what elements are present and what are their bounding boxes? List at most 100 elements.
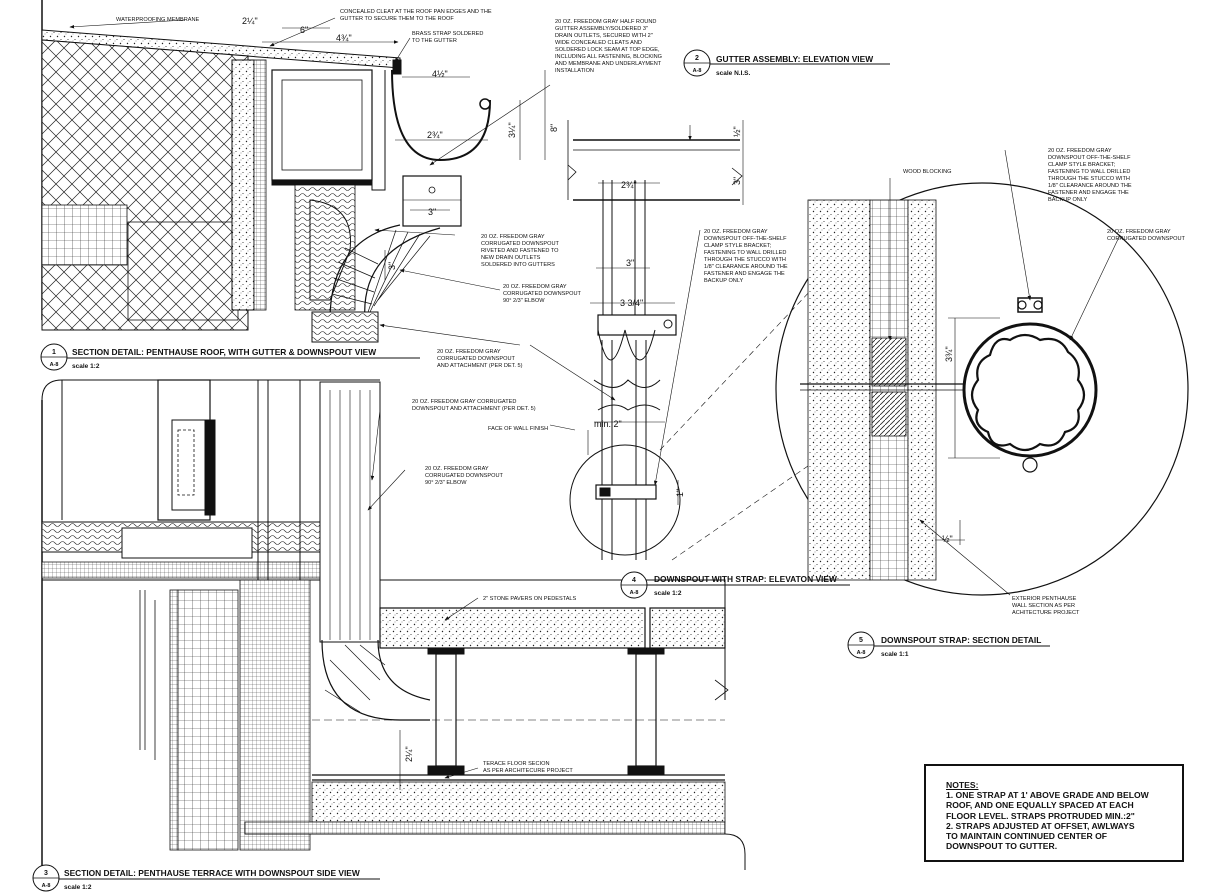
dim-3-outlet: 3" bbox=[428, 207, 436, 217]
face-of-wall-label: FACE OF WALL FINISH bbox=[488, 426, 548, 432]
detail-2-number: 2 bbox=[695, 55, 699, 62]
detail-2-title-block: 2 A-8 GUTTER ASSEMBLY: ELEVATION VIEW sc… bbox=[683, 49, 890, 77]
svg-text:CORRUGATED DOWNSPOUT: CORRUGATED DOWNSPOUT bbox=[503, 291, 581, 297]
detail-3-title: SECTION DETAIL: PENTHAUSE TERRACE WITH D… bbox=[64, 868, 360, 878]
svg-text:BACKUP ONLY: BACKUP ONLY bbox=[704, 278, 744, 284]
svg-text:RIVETED AND FASTENED TO: RIVETED AND FASTENED TO bbox=[481, 248, 559, 254]
detail-5-title: DOWNSPOUT STRAP: SECTION DETAIL bbox=[881, 635, 1041, 645]
svg-text:AND MEMBRANE AND UNDERLAYMENT: AND MEMBRANE AND UNDERLAYMENT bbox=[555, 61, 662, 67]
dim-3-spout: 3" bbox=[626, 258, 634, 268]
notes-line-4: 2. STRAPS ADJUSTED AT OFFSET, AWLWAYS bbox=[946, 820, 1135, 831]
notes-line-2: ROOF, AND ONE EQUALLY SPACED AT EACH bbox=[946, 800, 1134, 811]
dim-3-1-4: 3¼" bbox=[507, 122, 517, 138]
attachment-note-3: 20 OZ. FREEDOM GRAY CORRUGATED DOWNSPOUT… bbox=[412, 399, 536, 412]
dim-2-1-4-terrace: 2¼" bbox=[404, 746, 414, 762]
svg-text:DRAIN OUTLETS, SECURED WITH 2": DRAIN OUTLETS, SECURED WITH 2" bbox=[555, 33, 653, 39]
wood-blocking-label: WOOD BLOCKING bbox=[903, 169, 951, 175]
brass-strap-note: BRASS STRAP SOLDERED TO THE GUTTER bbox=[412, 31, 483, 44]
svg-text:CORRUGATED DOWNSPOUT: CORRUGATED DOWNSPOUT bbox=[437, 356, 515, 362]
svg-text:CLAMP STYLE BRACKET;: CLAMP STYLE BRACKET; bbox=[1048, 162, 1116, 168]
svg-text:WALL SECTION AS PER: WALL SECTION AS PER bbox=[1012, 603, 1075, 609]
svg-text:DOWNSPOUT OFF-THE-SHELF: DOWNSPOUT OFF-THE-SHELF bbox=[1048, 155, 1131, 161]
detail-5-sheet: A-8 bbox=[857, 650, 866, 656]
attachment-note-1: 20 OZ. FREEDOM GRAY CORRUGATED DOWNSPOUT… bbox=[437, 349, 523, 369]
svg-text:AND ATTACHMENT (PER DET. 5): AND ATTACHMENT (PER DET. 5) bbox=[437, 363, 523, 369]
elbow-note-3: 20 OZ. FREEDOM GRAY CORRUGATED DOWNSPOUT… bbox=[425, 466, 503, 486]
downspout-note-5: 20 OZ. FREEDOM GRAY CORRUGATED DOWNSPOUT bbox=[1107, 229, 1185, 242]
svg-text:90° 2/3" ELBOW: 90° 2/3" ELBOW bbox=[425, 480, 467, 486]
detail-1-title-block: 1 A-8 SECTION DETAIL: PENTHAUSE ROOF, WI… bbox=[40, 343, 420, 371]
detail-4-number: 4 bbox=[632, 577, 636, 584]
svg-text:SOLDERED INTO GUTTERS: SOLDERED INTO GUTTERS bbox=[481, 262, 555, 268]
detail-1-title: SECTION DETAIL: PENTHAUSE ROOF, WITH GUT… bbox=[72, 347, 376, 357]
svg-text:1/8" CLEARANCE AROUND THE: 1/8" CLEARANCE AROUND THE bbox=[1048, 183, 1132, 189]
detail-5-scale: scale 1:1 bbox=[881, 651, 909, 658]
clamp-bracket-note-4: 20 OZ. FREEDOM GRAY DOWNSPOUT OFF-THE-SH… bbox=[704, 229, 788, 284]
svg-text:DOWNSPOUT AND ATTACHMENT (PER: DOWNSPOUT AND ATTACHMENT (PER DET. 5) bbox=[412, 406, 536, 412]
dim-8: 8" bbox=[549, 124, 559, 132]
notes-line-3: FLOOR LEVEL. STRAPS PROTRUDED MIN.:2" bbox=[946, 810, 1135, 821]
svg-text:20 OZ. FREEDOM GRAY: 20 OZ. FREEDOM GRAY bbox=[503, 284, 567, 290]
svg-text:20 OZ. FREEDOM GRAY HALF ROUND: 20 OZ. FREEDOM GRAY HALF ROUND bbox=[555, 19, 656, 25]
stone-pavers-label: 2" STONE PAVERS ON PEDESTALS bbox=[483, 596, 577, 602]
svg-text:AS PER ARCHITECURE PROJECT: AS PER ARCHITECURE PROJECT bbox=[483, 768, 573, 774]
svg-text:20 OZ. FREEDOM GRAY: 20 OZ. FREEDOM GRAY bbox=[1107, 229, 1171, 235]
detail-4-title: DOWNSPOUT WITH STRAP: ELEVATON VIEW bbox=[654, 574, 837, 584]
detail-1-number: 1 bbox=[52, 349, 56, 356]
dim-2-3-4-gutter: 2¾" bbox=[427, 130, 443, 140]
notes-box: NOTES: 1. ONE STRAP AT 1' ABOVE GRADE AN… bbox=[924, 764, 1184, 862]
detail-3-sheet: A-8 bbox=[42, 883, 51, 889]
svg-text:INSTALLATION: INSTALLATION bbox=[555, 68, 594, 74]
detail-3-drawing bbox=[41, 379, 746, 870]
dim-3-gutter-height: 3" bbox=[732, 177, 742, 185]
svg-text:90° 2/3" ELBOW: 90° 2/3" ELBOW bbox=[503, 298, 545, 304]
svg-text:CORRUGATED DOWNSPOUT: CORRUGATED DOWNSPOUT bbox=[1107, 236, 1185, 242]
detail-1-scale: scale 1:2 bbox=[72, 363, 100, 370]
svg-text:BRASS STRAP SOLDERED: BRASS STRAP SOLDERED bbox=[412, 31, 483, 37]
svg-text:BACKUP ONLY: BACKUP ONLY bbox=[1048, 197, 1088, 203]
clamp-bracket-note-5: 20 OZ. FREEDOM GRAY DOWNSPOUT OFF-THE-SH… bbox=[1048, 148, 1132, 203]
cleat-note: CONCEALED CLEAT AT THE ROOF PAN EDGES AN… bbox=[340, 9, 492, 22]
detail-3-title-block: 3 A-8 SECTION DETAIL: PENTHAUSE TERRACE … bbox=[32, 864, 380, 892]
svg-text:FASTENER AND ENGAGE THE: FASTENER AND ENGAGE THE bbox=[1048, 190, 1129, 196]
dim-3-3-4-section: 3¾" bbox=[944, 346, 954, 362]
svg-text:20 OZ. FREEDOM GRAY: 20 OZ. FREEDOM GRAY bbox=[425, 466, 489, 472]
dim-1-2-gutter: ½" bbox=[732, 126, 742, 137]
detail-3-scale: scale 1:2 bbox=[64, 884, 92, 891]
detail-2-drawing bbox=[567, 120, 744, 336]
gutter-assembly-note: 20 OZ. FREEDOM GRAY HALF ROUND GUTTER AS… bbox=[555, 19, 662, 74]
svg-text:1/8" CLEARANCE AROUND THE: 1/8" CLEARANCE AROUND THE bbox=[704, 264, 788, 270]
svg-text:20 OZ. FREEDOM GRAY: 20 OZ. FREEDOM GRAY bbox=[704, 229, 768, 235]
detail-1-sheet: A-8 bbox=[50, 362, 59, 368]
dim-6: 6" bbox=[300, 25, 308, 35]
svg-text:FASTENING TO WALL DRILLED: FASTENING TO WALL DRILLED bbox=[704, 250, 786, 256]
svg-text:20 OZ. FREEDOM GRAY: 20 OZ. FREEDOM GRAY bbox=[481, 234, 545, 240]
waterproofing-label: WATERPROOFING MEMBRANE bbox=[116, 17, 200, 23]
svg-text:THROUGH THE STUCCO WITH: THROUGH THE STUCCO WITH bbox=[1048, 176, 1130, 182]
terrace-floor-note: TERACE FLOOR SECION AS PER ARCHITECURE P… bbox=[483, 761, 573, 774]
dim-1: 1" bbox=[675, 489, 685, 497]
svg-text:SOLDERED LOCK SEAM AT TOP EDGE: SOLDERED LOCK SEAM AT TOP EDGE, bbox=[555, 47, 660, 53]
svg-text:FASTENER AND ENGAGE THE: FASTENER AND ENGAGE THE bbox=[704, 271, 785, 277]
dim-3-3-4-strap: 3 3/4" bbox=[620, 298, 643, 308]
svg-text:20 OZ. FREEDOM GRAY CORRUGATED: 20 OZ. FREEDOM GRAY CORRUGATED bbox=[412, 399, 516, 405]
detail-2-title: GUTTER ASSEMBLY: ELEVATION VIEW bbox=[716, 54, 873, 64]
detail-5-title-block: 5 A-8 DOWNSPOUT STRAP: SECTION DETAIL sc… bbox=[847, 631, 1050, 659]
dim-4-3-4: 4¾" bbox=[336, 33, 352, 43]
svg-text:DOWNSPOUT OFF-THE-SHELF: DOWNSPOUT OFF-THE-SHELF bbox=[704, 236, 787, 242]
svg-text:CONCEALED CLEAT AT THE ROOF PA: CONCEALED CLEAT AT THE ROOF PAN EDGES AN… bbox=[340, 9, 492, 15]
elbow-note-1: 20 OZ. FREEDOM GRAY CORRUGATED DOWNSPOUT… bbox=[503, 284, 581, 304]
svg-text:CORRUGATED DOWNSPOUT: CORRUGATED DOWNSPOUT bbox=[481, 241, 559, 247]
notes-heading: NOTES: bbox=[946, 780, 979, 790]
dim-3-elbow: 3" bbox=[387, 262, 397, 270]
svg-text:INCLUDING ALL FASTENING, BLOCK: INCLUDING ALL FASTENING, BLOCKING bbox=[555, 54, 662, 60]
detail-1-drawing bbox=[41, 0, 551, 346]
svg-text:THROUGH THE STUCCO WITH: THROUGH THE STUCCO WITH bbox=[704, 257, 786, 263]
svg-text:CLAMP STYLE BRACKET;: CLAMP STYLE BRACKET; bbox=[704, 243, 772, 249]
svg-text:GUTTER ASSEMBLY/SOLDERED 3": GUTTER ASSEMBLY/SOLDERED 3" bbox=[555, 26, 648, 32]
svg-text:NEW DRAIN OUTLETS: NEW DRAIN OUTLETS bbox=[481, 255, 541, 261]
svg-text:ACHITECTURE PROJECT: ACHITECTURE PROJECT bbox=[1012, 610, 1080, 616]
detail-2-scale: scale N.I.S. bbox=[716, 70, 751, 77]
notes-line-6: DOWNSPOUT TO GUTTER. bbox=[946, 841, 1058, 852]
